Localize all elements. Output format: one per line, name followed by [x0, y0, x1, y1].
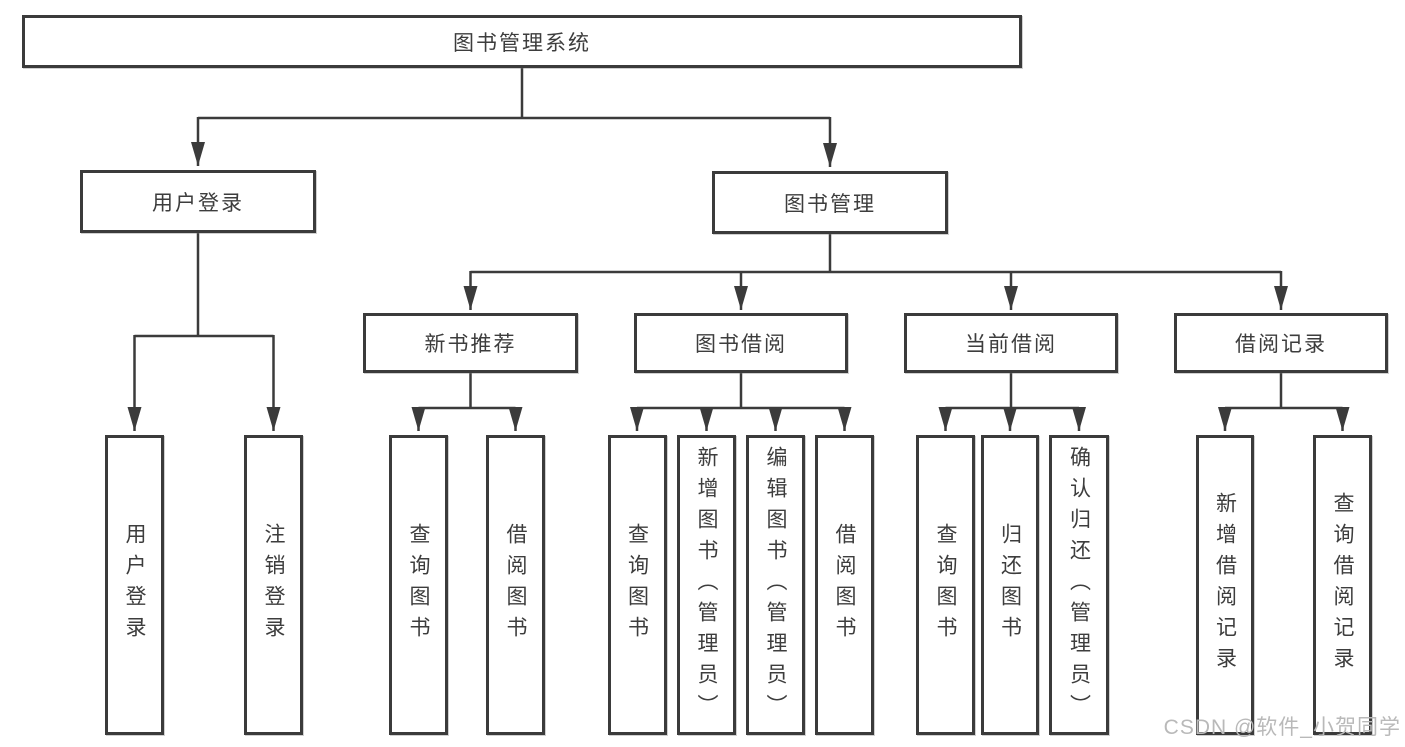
node-book-management: 图书管理 — [712, 171, 948, 234]
leaf-borrow-books-borrow: 借阅图书 — [815, 435, 874, 735]
leaf-add-borrow-record: 新增借阅记录 — [1196, 435, 1254, 735]
leaf-confirm-return-admin: 确认归还（管理员） — [1049, 435, 1109, 735]
node-label: 确认归还（管理员） — [1067, 445, 1091, 725]
node-label: 查询借阅记录 — [1331, 492, 1354, 678]
leaf-query-books-recommend: 查询图书 — [389, 435, 448, 735]
node-label: 图书借阅 — [695, 333, 787, 356]
leaf-query-books-current: 查询图书 — [916, 435, 975, 735]
csdn-watermark: CSDN @软件_小贺同学 — [1163, 716, 1401, 739]
node-book-borrow: 图书借阅 — [634, 313, 848, 373]
node-label: 借阅记录 — [1235, 333, 1327, 356]
leaf-query-books-borrow: 查询图书 — [607, 435, 667, 735]
connector-group — [127, 68, 1350, 431]
node-user-login: 用户登录 — [80, 170, 316, 233]
node-current-borrow: 当前借阅 — [904, 313, 1118, 373]
leaf-edit-book-admin: 编辑图书（管理员） — [746, 435, 805, 735]
node-label: 新增图书（管理员） — [695, 445, 718, 725]
node-system-root: 图书管理系统 — [22, 15, 1022, 68]
node-label: 当前借阅 — [965, 333, 1057, 356]
node-label: 编辑图书（管理员） — [764, 445, 787, 725]
node-label: 新书推荐 — [424, 333, 517, 356]
node-label: 查询图书 — [934, 523, 957, 647]
node-new-book-recommend: 新书推荐 — [363, 313, 578, 373]
node-label: 用户登录 — [152, 191, 244, 215]
node-label: 归还图书 — [998, 523, 1022, 647]
leaf-borrow-books-recommend: 借阅图书 — [486, 435, 545, 735]
leaf-return-books: 归还图书 — [981, 435, 1039, 735]
node-label: 查询图书 — [625, 523, 649, 647]
node-label: 图书管理系统 — [453, 31, 591, 55]
node-label: 查询图书 — [407, 523, 430, 647]
node-label: 新增借阅记录 — [1213, 492, 1237, 678]
node-label: 图书管理 — [784, 192, 876, 216]
leaf-add-book-admin: 新增图书（管理员） — [677, 435, 736, 735]
leaf-logout: 注销登录 — [244, 435, 303, 735]
node-label: 用户登录 — [123, 523, 146, 647]
node-borrow-records: 借阅记录 — [1174, 313, 1388, 373]
node-label: 注销登录 — [262, 523, 285, 647]
leaf-query-borrow-record: 查询借阅记录 — [1313, 435, 1372, 735]
leaf-user-login: 用户登录 — [105, 435, 164, 735]
node-label: 借阅图书 — [833, 523, 856, 647]
node-label: 借阅图书 — [504, 523, 527, 647]
